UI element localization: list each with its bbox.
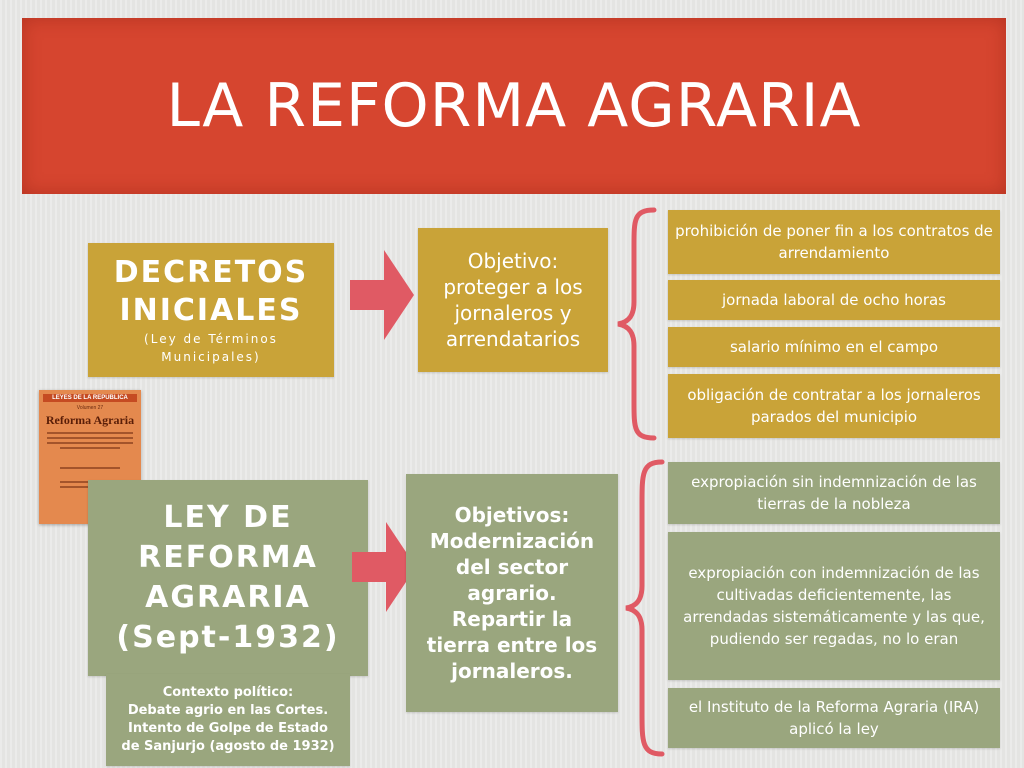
ley-line3: AGRARIA xyxy=(145,580,311,615)
measure-box: jornada laboral de ocho horas xyxy=(668,280,1000,320)
measure-text: expropiación con indemnización de las cu… xyxy=(683,564,985,648)
poster-title: Reforma Agraria xyxy=(45,413,135,427)
ley-line4: (Sept-1932) xyxy=(116,620,340,655)
objetivo-line4: arrendatarios xyxy=(445,327,581,351)
ley-line2: REFORMA xyxy=(138,540,318,575)
title-banner: LA REFORMA AGRARIA xyxy=(22,18,1006,194)
objetivos-box: Objetivos: Modernización del sector agra… xyxy=(406,474,618,712)
decretos-sub-line1: (Ley de Términos xyxy=(144,332,278,346)
objetivo-box: Objetivo: proteger a los jornaleros y ar… xyxy=(418,228,608,372)
poster-header: LEYES DE LA REPUBLICA xyxy=(43,394,137,402)
objetivos-line2: Modernización xyxy=(429,529,595,553)
contexto-politico-box: Contexto político: Debate agrio en las C… xyxy=(106,674,350,766)
measure-box: obligación de contratar a los jornaleros… xyxy=(668,374,1000,438)
objetivo-line3: jornaleros y xyxy=(454,301,572,325)
decretos-title-line2: INICIALES xyxy=(119,293,303,328)
measure-box: salario mínimo en el campo xyxy=(668,327,1000,367)
objetivos-line4: agrario. xyxy=(467,581,557,605)
arrow-right-icon xyxy=(352,522,416,612)
measure-text: prohibición de poner fin a los contratos… xyxy=(675,222,993,262)
measure-text: el Instituto de la Reforma Agraria (IRA)… xyxy=(688,698,980,738)
ley-reforma-agraria-box: LEY DE REFORMA AGRARIA (Sept-1932) xyxy=(88,480,368,676)
measure-box: expropiación con indemnización de las cu… xyxy=(668,532,1000,680)
objetivos-line6: tierra entre los xyxy=(426,633,598,657)
objetivos-line3: del sector xyxy=(455,555,569,579)
objetivo-line2: proteger a los xyxy=(443,275,583,299)
contexto-line3: Intento de Golpe de Estado xyxy=(128,721,328,736)
brace-icon xyxy=(617,207,657,441)
objetivos-line7: jornaleros. xyxy=(451,659,573,683)
ley-line1: LEY DE xyxy=(163,500,293,535)
brace-icon xyxy=(625,459,665,757)
measure-text: jornada laboral de ocho horas xyxy=(721,291,947,309)
measure-box: prohibición de poner fin a los contratos… xyxy=(668,210,1000,274)
arrow-right-icon xyxy=(350,250,414,340)
objetivos-line5: Repartir la xyxy=(451,607,573,631)
decretos-iniciales-box: DECRETOS INICIALES (Ley de Términos Muni… xyxy=(88,243,334,377)
contexto-line4: de Sanjurjo (agosto de 1932) xyxy=(121,739,335,754)
measure-text: salario mínimo en el campo xyxy=(729,338,939,356)
poster-volume: Volumen 27 xyxy=(76,405,104,411)
measure-box: expropiación sin indemnización de las ti… xyxy=(668,462,1000,524)
measure-text: expropiación sin indemnización de las ti… xyxy=(691,473,977,513)
contexto-line1: Contexto político: xyxy=(162,685,294,700)
slide-title: LA REFORMA AGRARIA xyxy=(166,71,862,141)
objetivo-line1: Objetivo: xyxy=(467,249,559,273)
contexto-line2: Debate agrio en las Cortes. xyxy=(127,703,329,718)
decretos-sub-line2: Municipales) xyxy=(161,350,261,364)
measure-text: obligación de contratar a los jornaleros… xyxy=(687,386,981,426)
measure-box: el Instituto de la Reforma Agraria (IRA)… xyxy=(668,688,1000,748)
objetivos-line1: Objetivos: xyxy=(454,503,570,527)
decretos-title-line1: DECRETOS xyxy=(113,255,309,290)
